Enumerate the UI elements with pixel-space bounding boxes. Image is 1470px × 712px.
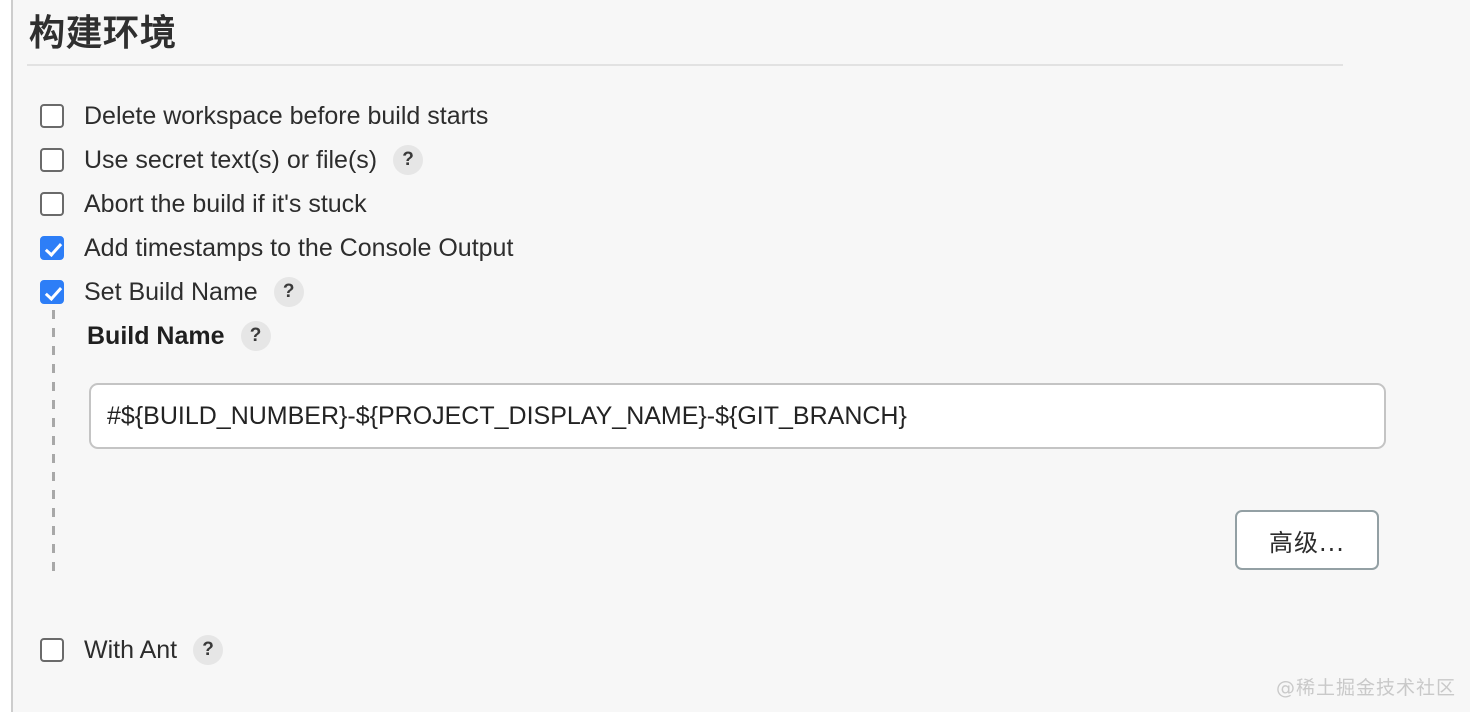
option-label-delete-workspace-before-build-starts: Delete workspace before build starts	[84, 102, 489, 130]
build-name-field-label: Build Name	[87, 322, 225, 350]
page-title: 构建环境	[29, 13, 178, 54]
checkbox-with-ant[interactable]	[40, 638, 64, 662]
build-environment-pane: 构建环境 Delete workspace before build start…	[11, 0, 1470, 712]
option-row-with-ant[interactable]: With Ant ?	[40, 635, 224, 665]
option-row-set-build-name[interactable]: Set Build Name ?	[40, 277, 304, 307]
help-icon-set-build-name[interactable]: ?	[273, 277, 304, 307]
checkbox-set-build-name[interactable]	[40, 280, 64, 304]
checkbox-abort-the-build-if-its-stuck[interactable]	[40, 192, 64, 216]
help-icon-use-secret-texts-or-files[interactable]: ?	[393, 145, 424, 175]
help-icon-build-name[interactable]: ?	[240, 321, 271, 351]
watermark: @稀土掘金技术社区	[1275, 677, 1456, 699]
section-header: 构建环境	[27, 8, 1347, 66]
option-row-abort-the-build-if-its-stuck[interactable]: Abort the build if it's stuck	[40, 189, 367, 219]
option-label-add-timestamps-to-the-console-output: Add timestamps to the Console Output	[84, 234, 514, 262]
build-name-field-label-row: Build Name ?	[87, 320, 271, 352]
checkbox-delete-workspace-before-build-starts[interactable]	[40, 104, 64, 128]
build-name-input[interactable]	[89, 383, 1386, 449]
option-label-set-build-name: Set Build Name	[84, 278, 258, 306]
option-row-delete-workspace-before-build-starts[interactable]: Delete workspace before build starts	[40, 101, 488, 131]
option-row-use-secret-texts-or-files[interactable]: Use secret text(s) or file(s) ?	[40, 145, 424, 175]
nested-section-guide	[52, 310, 55, 575]
option-label-use-secret-texts-or-files: Use secret text(s) or file(s)	[84, 146, 378, 174]
option-row-add-timestamps-to-the-console-output[interactable]: Add timestamps to the Console Output	[40, 233, 513, 263]
header-divider	[27, 64, 1343, 66]
help-icon-with-ant[interactable]: ?	[193, 635, 224, 665]
option-label-abort-the-build-if-its-stuck: Abort the build if it's stuck	[84, 190, 367, 218]
advanced-button[interactable]: 高级...	[1235, 510, 1379, 570]
checkbox-use-secret-texts-or-files[interactable]	[40, 148, 64, 172]
option-label-with-ant: With Ant	[84, 636, 178, 664]
checkbox-add-timestamps-to-the-console-output[interactable]	[40, 236, 64, 260]
